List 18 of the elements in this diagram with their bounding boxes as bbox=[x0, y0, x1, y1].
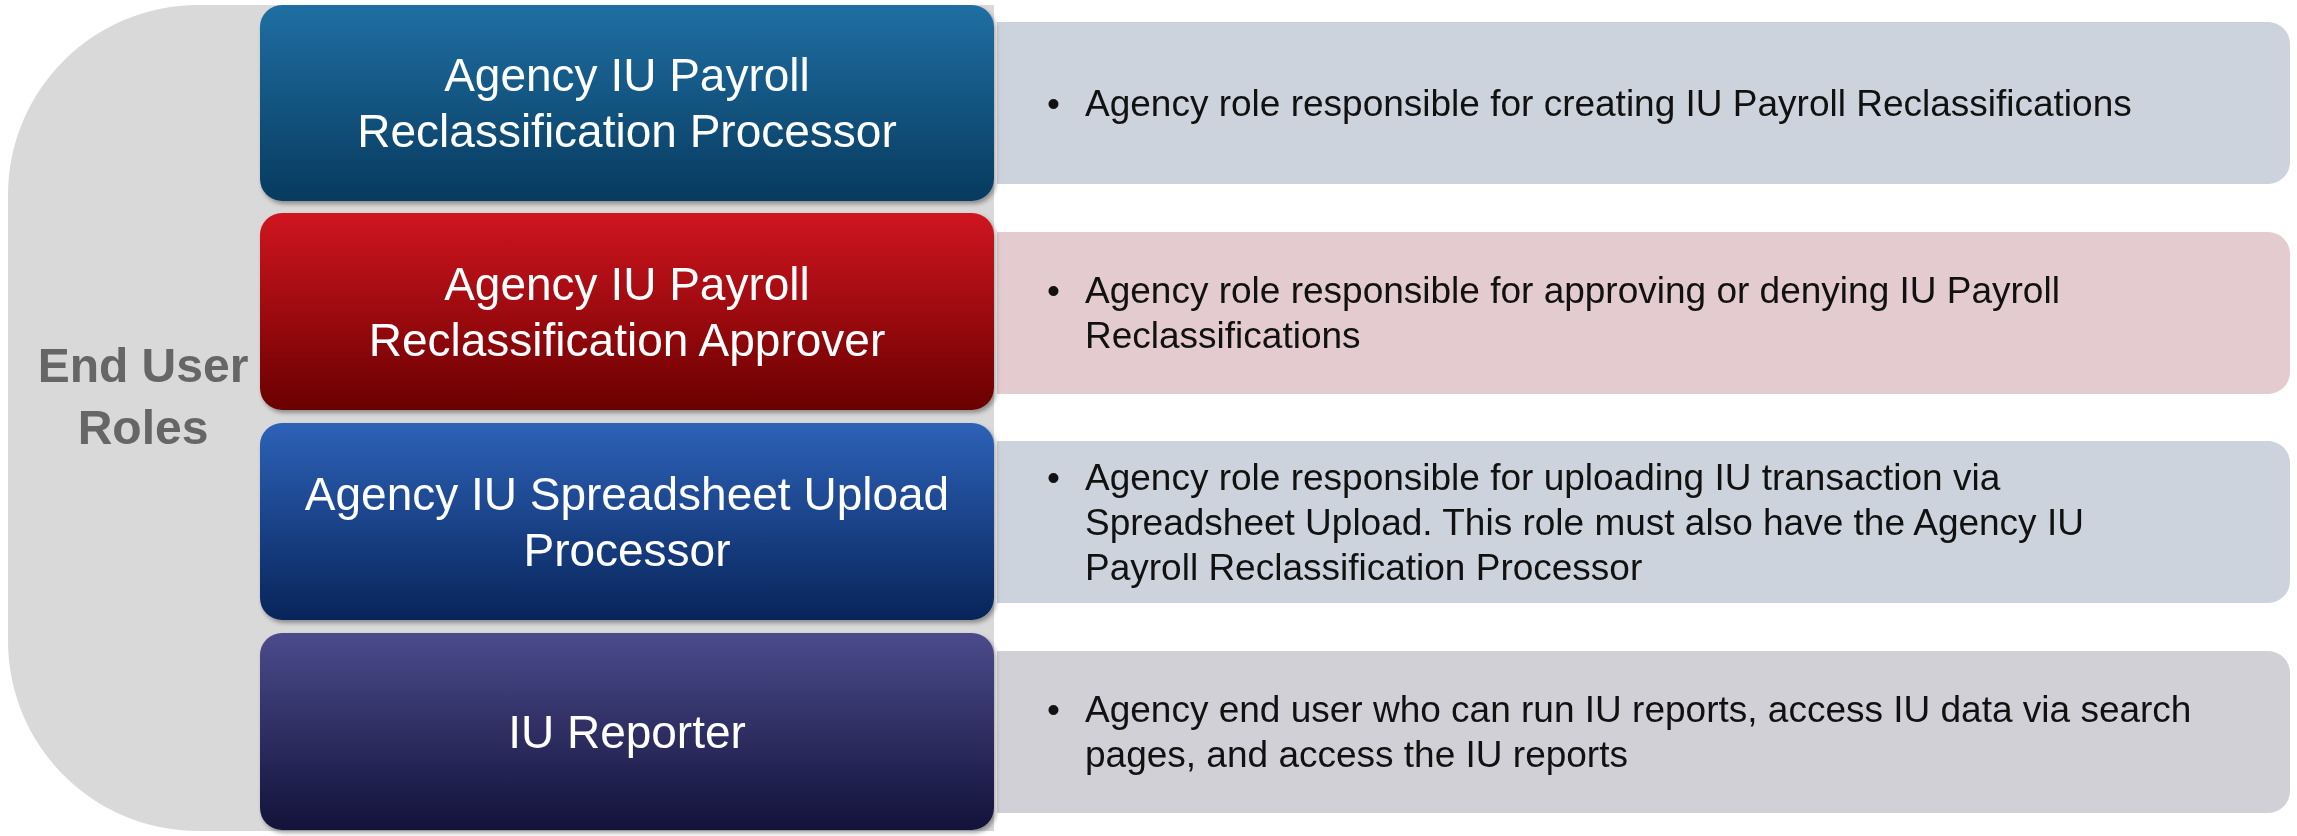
bullet-marker: • bbox=[1047, 688, 1061, 732]
group-band bbox=[8, 5, 994, 831]
bullet-marker: • bbox=[1047, 81, 1061, 126]
description-panel bbox=[997, 232, 2290, 394]
description-text: Agency end user who can run IU reports, access IU data via search pages, and access the IU reports bbox=[1085, 688, 2193, 777]
role-box: Agency IU Payroll Reclassification Approver bbox=[260, 213, 994, 410]
role-box: Agency IU Payroll Reclassification Processor bbox=[260, 5, 994, 201]
role-box: Agency IU Spreadsheet Upload Processor bbox=[260, 423, 994, 620]
description-text: Agency role responsible for uploading IU transaction via Spreadsheet Upload. This role must also have the Agency IU Payroll Reclassification Processor bbox=[1085, 455, 2085, 590]
description-text: Agency role responsible for approving or denying IU Payroll Reclassifications bbox=[1085, 269, 2061, 358]
bullet-marker: • bbox=[1047, 269, 1061, 313]
description-text: Agency role responsible for creating IU Payroll Reclassifications bbox=[1085, 81, 2133, 126]
description-panel bbox=[997, 22, 2290, 184]
description-panel bbox=[997, 651, 2290, 813]
role-box: IU Reporter bbox=[260, 633, 994, 830]
group-title: End User Roles bbox=[36, 338, 250, 456]
description-panel bbox=[997, 441, 2290, 603]
bullet-marker: • bbox=[1047, 455, 1061, 500]
